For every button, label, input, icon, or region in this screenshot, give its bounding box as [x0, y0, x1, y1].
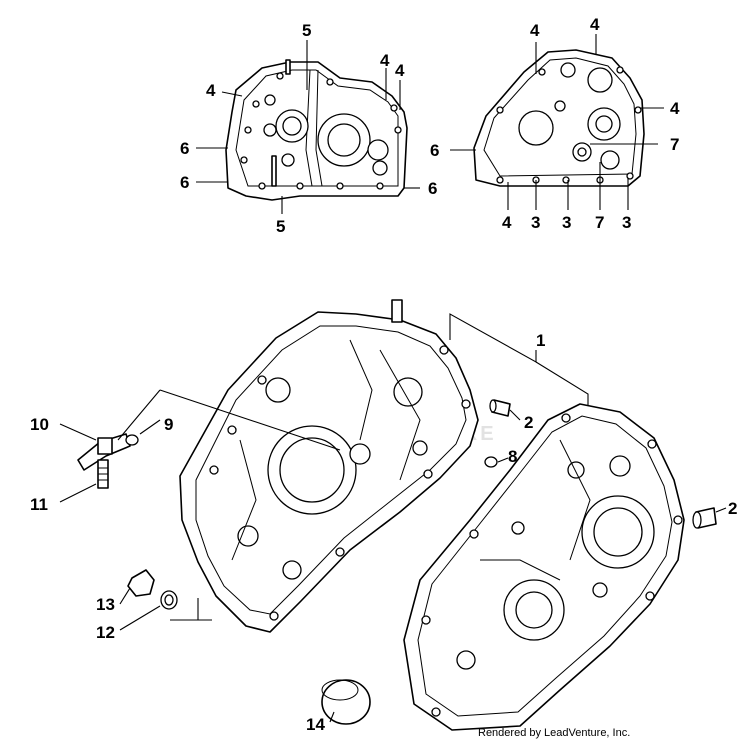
- callout-6-right-small: 6: [428, 179, 437, 198]
- callout-4-left: 4: [206, 81, 216, 100]
- callout-6-left-b: 6: [180, 173, 189, 192]
- callout-2-right: 2: [728, 499, 737, 518]
- o-ring: [484, 456, 498, 468]
- callout-1: 1: [536, 331, 545, 350]
- callout-4-upper-b: 4: [395, 61, 405, 80]
- callout-7-bottom: 7: [595, 213, 604, 232]
- callout-12: 12: [96, 623, 115, 642]
- bolt-11: [97, 459, 109, 489]
- gasket-right-case-half: [473, 49, 645, 187]
- callout-4-bottom: 4: [502, 213, 512, 232]
- callout-14: 14: [306, 715, 325, 734]
- callout-10: 10: [30, 415, 49, 434]
- callout-9: 9: [164, 415, 173, 434]
- callout-6-right: 6: [430, 141, 439, 160]
- drain-washer: [160, 590, 178, 610]
- hose-fitting: [77, 433, 131, 471]
- callout-4-upper-a: 4: [380, 51, 390, 70]
- callout-11: 11: [30, 495, 48, 514]
- callout-5-bottom: 5: [276, 217, 285, 236]
- dowel-pin-right: [692, 507, 717, 529]
- callout-7-right: 7: [670, 135, 679, 154]
- callout-3-a: 3: [531, 213, 540, 232]
- render-credit: Rendered by LeadVenture, Inc.: [478, 727, 630, 739]
- callout-2-upper: 2: [524, 413, 533, 432]
- callout-3-b: 3: [562, 213, 571, 232]
- crankcase-right-half: [403, 403, 685, 731]
- callout-4-right: 4: [670, 99, 680, 118]
- washer-9: [125, 434, 139, 446]
- drain-bolt: [127, 569, 155, 597]
- callout-4-top-a: 4: [530, 21, 540, 40]
- dowel-pin-upper: [489, 399, 511, 417]
- callout-5-top: 5: [302, 21, 311, 40]
- callout-8: 8: [508, 447, 517, 466]
- callouts: 5 4 4 4 6 6 6 5 4 4 4 7 6 4 3 3 7 3 1 2 …: [30, 15, 737, 734]
- gasket-left-case-half: [225, 59, 408, 201]
- crankcase-left-half: [179, 299, 479, 633]
- callout-6-left-a: 6: [180, 139, 189, 158]
- plug-cap: [321, 679, 371, 725]
- callout-13: 13: [96, 595, 115, 614]
- leader-lines: [59, 34, 727, 723]
- callout-4-top-b: 4: [590, 15, 600, 34]
- callout-3-c: 3: [622, 213, 631, 232]
